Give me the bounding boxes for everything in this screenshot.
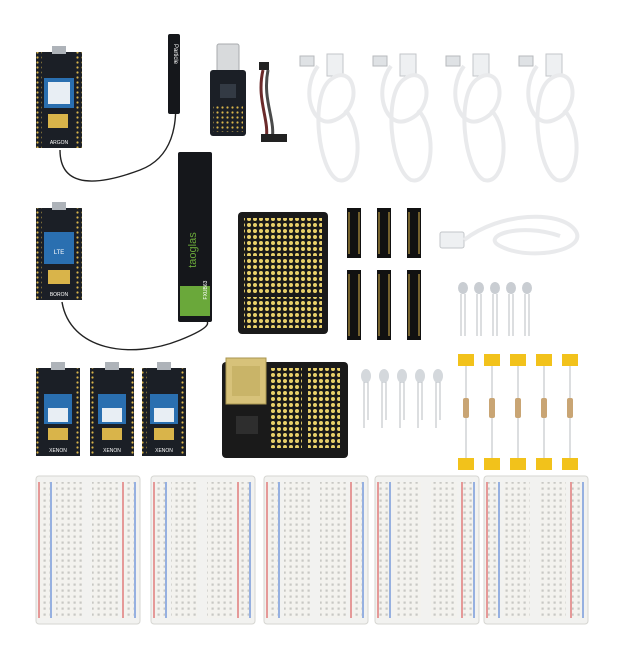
xenon-board-2: XENON bbox=[90, 362, 134, 456]
argon-antenna-cable bbox=[59, 101, 177, 182]
ethernet-featherwing bbox=[222, 357, 348, 458]
resistor-2 bbox=[484, 354, 500, 470]
resistor-4 bbox=[536, 354, 552, 470]
led-2 bbox=[379, 369, 389, 428]
boron-lte-label: LTE bbox=[54, 250, 65, 256]
resistor-5 bbox=[562, 354, 578, 470]
led-1 bbox=[361, 369, 371, 428]
led-4 bbox=[415, 369, 425, 428]
photo-led-5 bbox=[522, 282, 532, 336]
header-strip-2 bbox=[377, 208, 391, 258]
usb-cable-small bbox=[439, 214, 580, 256]
leds bbox=[361, 369, 443, 428]
boron-label: BORON bbox=[50, 292, 69, 298]
led-3 bbox=[397, 369, 407, 428]
usb-cable-3 bbox=[445, 53, 506, 183]
taoglas-part-label: FXUB63 bbox=[203, 280, 209, 299]
usb-cable-4 bbox=[518, 53, 579, 183]
proto-board bbox=[238, 212, 328, 334]
argon-board: ARGON bbox=[36, 46, 82, 148]
photo-leds bbox=[458, 282, 532, 336]
header-strip-1 bbox=[347, 208, 361, 258]
xenon-board-1: XENON bbox=[36, 362, 80, 456]
xenon-label-2: XENON bbox=[103, 448, 121, 454]
xenon-label-1: XENON bbox=[49, 448, 67, 454]
header-strip-5 bbox=[377, 270, 391, 340]
taoglas-antenna: taoglas FXUB63 bbox=[178, 152, 212, 322]
breadboard-3 bbox=[263, 475, 369, 625]
boron-board: LTE BORON bbox=[36, 202, 82, 300]
particle-antenna: Particle bbox=[168, 34, 180, 114]
breadboard-5 bbox=[483, 475, 589, 625]
usb-cables bbox=[299, 53, 579, 183]
led-5 bbox=[433, 369, 443, 428]
photo-led-2 bbox=[474, 282, 484, 336]
xenon-boards: XENON XENON XENON bbox=[36, 362, 186, 456]
photo-led-4 bbox=[506, 282, 516, 336]
breadboard-2 bbox=[150, 475, 256, 625]
photo-led-3 bbox=[490, 282, 500, 336]
header-strip-4 bbox=[347, 270, 361, 340]
particle-antenna-label: Particle bbox=[172, 44, 178, 65]
photo-led-1 bbox=[458, 282, 468, 336]
xenon-label-3: XENON bbox=[155, 448, 173, 454]
xenon-board-3: XENON bbox=[142, 362, 186, 456]
debugger-usb bbox=[210, 43, 246, 136]
usb-cable-2 bbox=[372, 53, 433, 183]
usb-cable-1 bbox=[299, 53, 360, 183]
breadboard-4 bbox=[374, 475, 480, 625]
header-strip-3 bbox=[407, 208, 421, 258]
ribbon-cable bbox=[259, 62, 287, 142]
argon-label: ARGON bbox=[50, 140, 69, 146]
resistors bbox=[458, 354, 578, 470]
resistor-3 bbox=[510, 354, 526, 470]
breadboard-1 bbox=[35, 475, 141, 625]
resistor-1 bbox=[458, 354, 474, 470]
header-strips bbox=[347, 208, 421, 340]
header-strip-6 bbox=[407, 270, 421, 340]
taoglas-label: taoglas bbox=[187, 232, 199, 268]
breadboards bbox=[35, 475, 589, 625]
